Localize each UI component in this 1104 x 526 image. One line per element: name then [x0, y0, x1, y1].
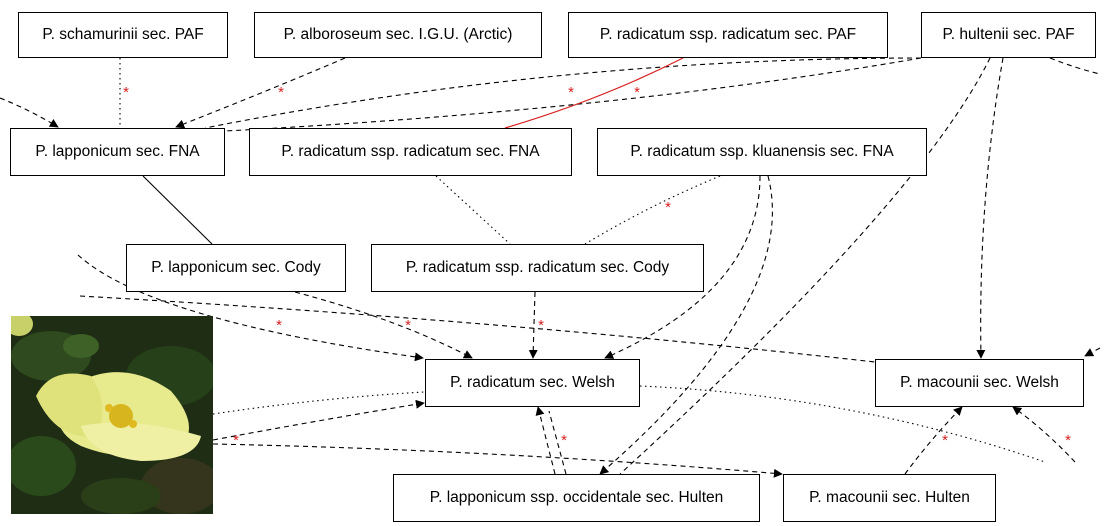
node-alboroseum-igu[interactable]: P. alboroseum sec. I.G.U. (Arctic) — [254, 12, 542, 58]
edge-hultenii-lapponicum-fna-b — [224, 57, 922, 132]
edge-offpage-left-mac-welsh — [79, 295, 876, 363]
edge-photo-rad-welsh-dashed — [212, 399, 425, 441]
node-radicatum-welsh[interactable]: P. radicatum sec. Welsh — [425, 359, 640, 407]
edge-marker: * — [278, 84, 284, 101]
edge-rad-paf-rad-fna — [504, 57, 684, 129]
node-label: P. radicatum ssp. kluanensis sec. FNA — [630, 143, 894, 160]
edge-lapponicum-fna-cody — [142, 175, 213, 245]
node-label: P. macounii sec. Hulten — [809, 489, 970, 506]
edge-kluan-fna-rad-welsh — [604, 175, 761, 359]
node-label: P. schamurinii sec. PAF — [42, 26, 204, 43]
edge-occ-hulten-rad-welsh-a — [535, 406, 556, 475]
edge-hultenii-lapponicum-fna-a — [204, 57, 922, 129]
edge-offpage-lapponicum-fna — [0, 97, 59, 128]
node-label: P. alboroseum sec. I.G.U. (Arctic) — [283, 26, 513, 43]
node-macounii-welsh[interactable]: P. macounii sec. Welsh — [875, 359, 1084, 407]
node-label: P. hultenii sec. PAF — [942, 26, 1075, 43]
edge-marker: * — [123, 84, 129, 101]
node-lapponicum-fna[interactable]: P. lapponicum sec. FNA — [10, 128, 225, 176]
edge-hultenii-occ-hulten — [619, 57, 991, 475]
edge-mac-hulten-mac-welsh — [904, 406, 963, 475]
edge-offpage-left-rad-welsh — [77, 254, 424, 362]
node-label: P. radicatum ssp. radicatum sec. PAF — [599, 26, 857, 43]
flower-photo — [11, 316, 213, 514]
node-label: P. lapponicum sec. Cody — [151, 259, 321, 276]
edge-marker: * — [1065, 432, 1071, 449]
edge-marker: * — [538, 317, 544, 334]
edge-marker: * — [561, 432, 567, 449]
node-label: P. radicatum sec. Welsh — [450, 374, 615, 391]
edge-photo-mac-hulten — [212, 443, 783, 478]
node-radicatum-radicatum-paf[interactable]: P. radicatum ssp. radicatum sec. PAF — [568, 12, 888, 58]
edge-marker: * — [634, 84, 640, 101]
node-lapponicum-cody[interactable]: P. lapponicum sec. Cody — [126, 244, 346, 292]
edge-kluan-fna-occ-hulten — [599, 175, 773, 475]
node-label: P. radicatum ssp. radicatum sec. Cody — [405, 259, 670, 276]
edge-hultenii-offpage — [1049, 57, 1101, 75]
node-label: P. lapponicum sec. FNA — [35, 143, 200, 160]
edge-photo-rad-welsh-dotted — [212, 391, 425, 415]
edge-hultenii-mac-welsh — [976, 57, 1004, 359]
node-radicatum-radicatum-cody[interactable]: P. radicatum ssp. radicatum sec. Cody — [371, 244, 704, 292]
edge-marker: * — [942, 432, 948, 449]
node-radicatum-radicatum-fna[interactable]: P. radicatum ssp. radicatum sec. FNA — [249, 128, 572, 176]
node-lapponicum-occidentale-hulten[interactable]: P. lapponicum ssp. occidentale sec. Hult… — [393, 474, 760, 522]
node-label: P. macounii sec. Welsh — [900, 374, 1059, 391]
edge-offpage-right-mac-welsh — [1084, 347, 1101, 357]
node-label: P. lapponicum ssp. occidentale sec. Hult… — [429, 489, 724, 506]
edge-offpage-br-mac-welsh — [1012, 406, 1076, 463]
edge-marker: * — [405, 317, 411, 334]
edge-marker: * — [665, 199, 671, 216]
edge-rad-cody-rad-welsh — [528, 291, 538, 359]
edge-alboroseum-lapponicum-fna — [175, 57, 346, 129]
edge-rad-fna-rad-cody — [435, 175, 511, 245]
node-macounii-hulten[interactable]: P. macounii sec. Hulten — [783, 474, 996, 522]
edge-lap-cody-rad-welsh — [294, 291, 473, 359]
node-schamurinii-paf[interactable]: P. schamurinii sec. PAF — [18, 12, 228, 58]
edge-marker: * — [233, 432, 239, 449]
node-hultenii-paf[interactable]: P. hultenii sec. PAF — [921, 12, 1096, 58]
edge-occ-hulten-rad-welsh-b — [548, 410, 567, 475]
edge-marker: * — [276, 317, 282, 334]
edge-kluan-fna-rad-cody — [584, 175, 721, 245]
node-radicatum-kluanensis-fna[interactable]: P. radicatum ssp. kluanensis sec. FNA — [597, 128, 927, 176]
edge-marker: * — [568, 84, 574, 101]
node-label: P. radicatum ssp. radicatum sec. FNA — [281, 143, 540, 160]
edge-rad-welsh-offpage-right — [639, 385, 1046, 463]
